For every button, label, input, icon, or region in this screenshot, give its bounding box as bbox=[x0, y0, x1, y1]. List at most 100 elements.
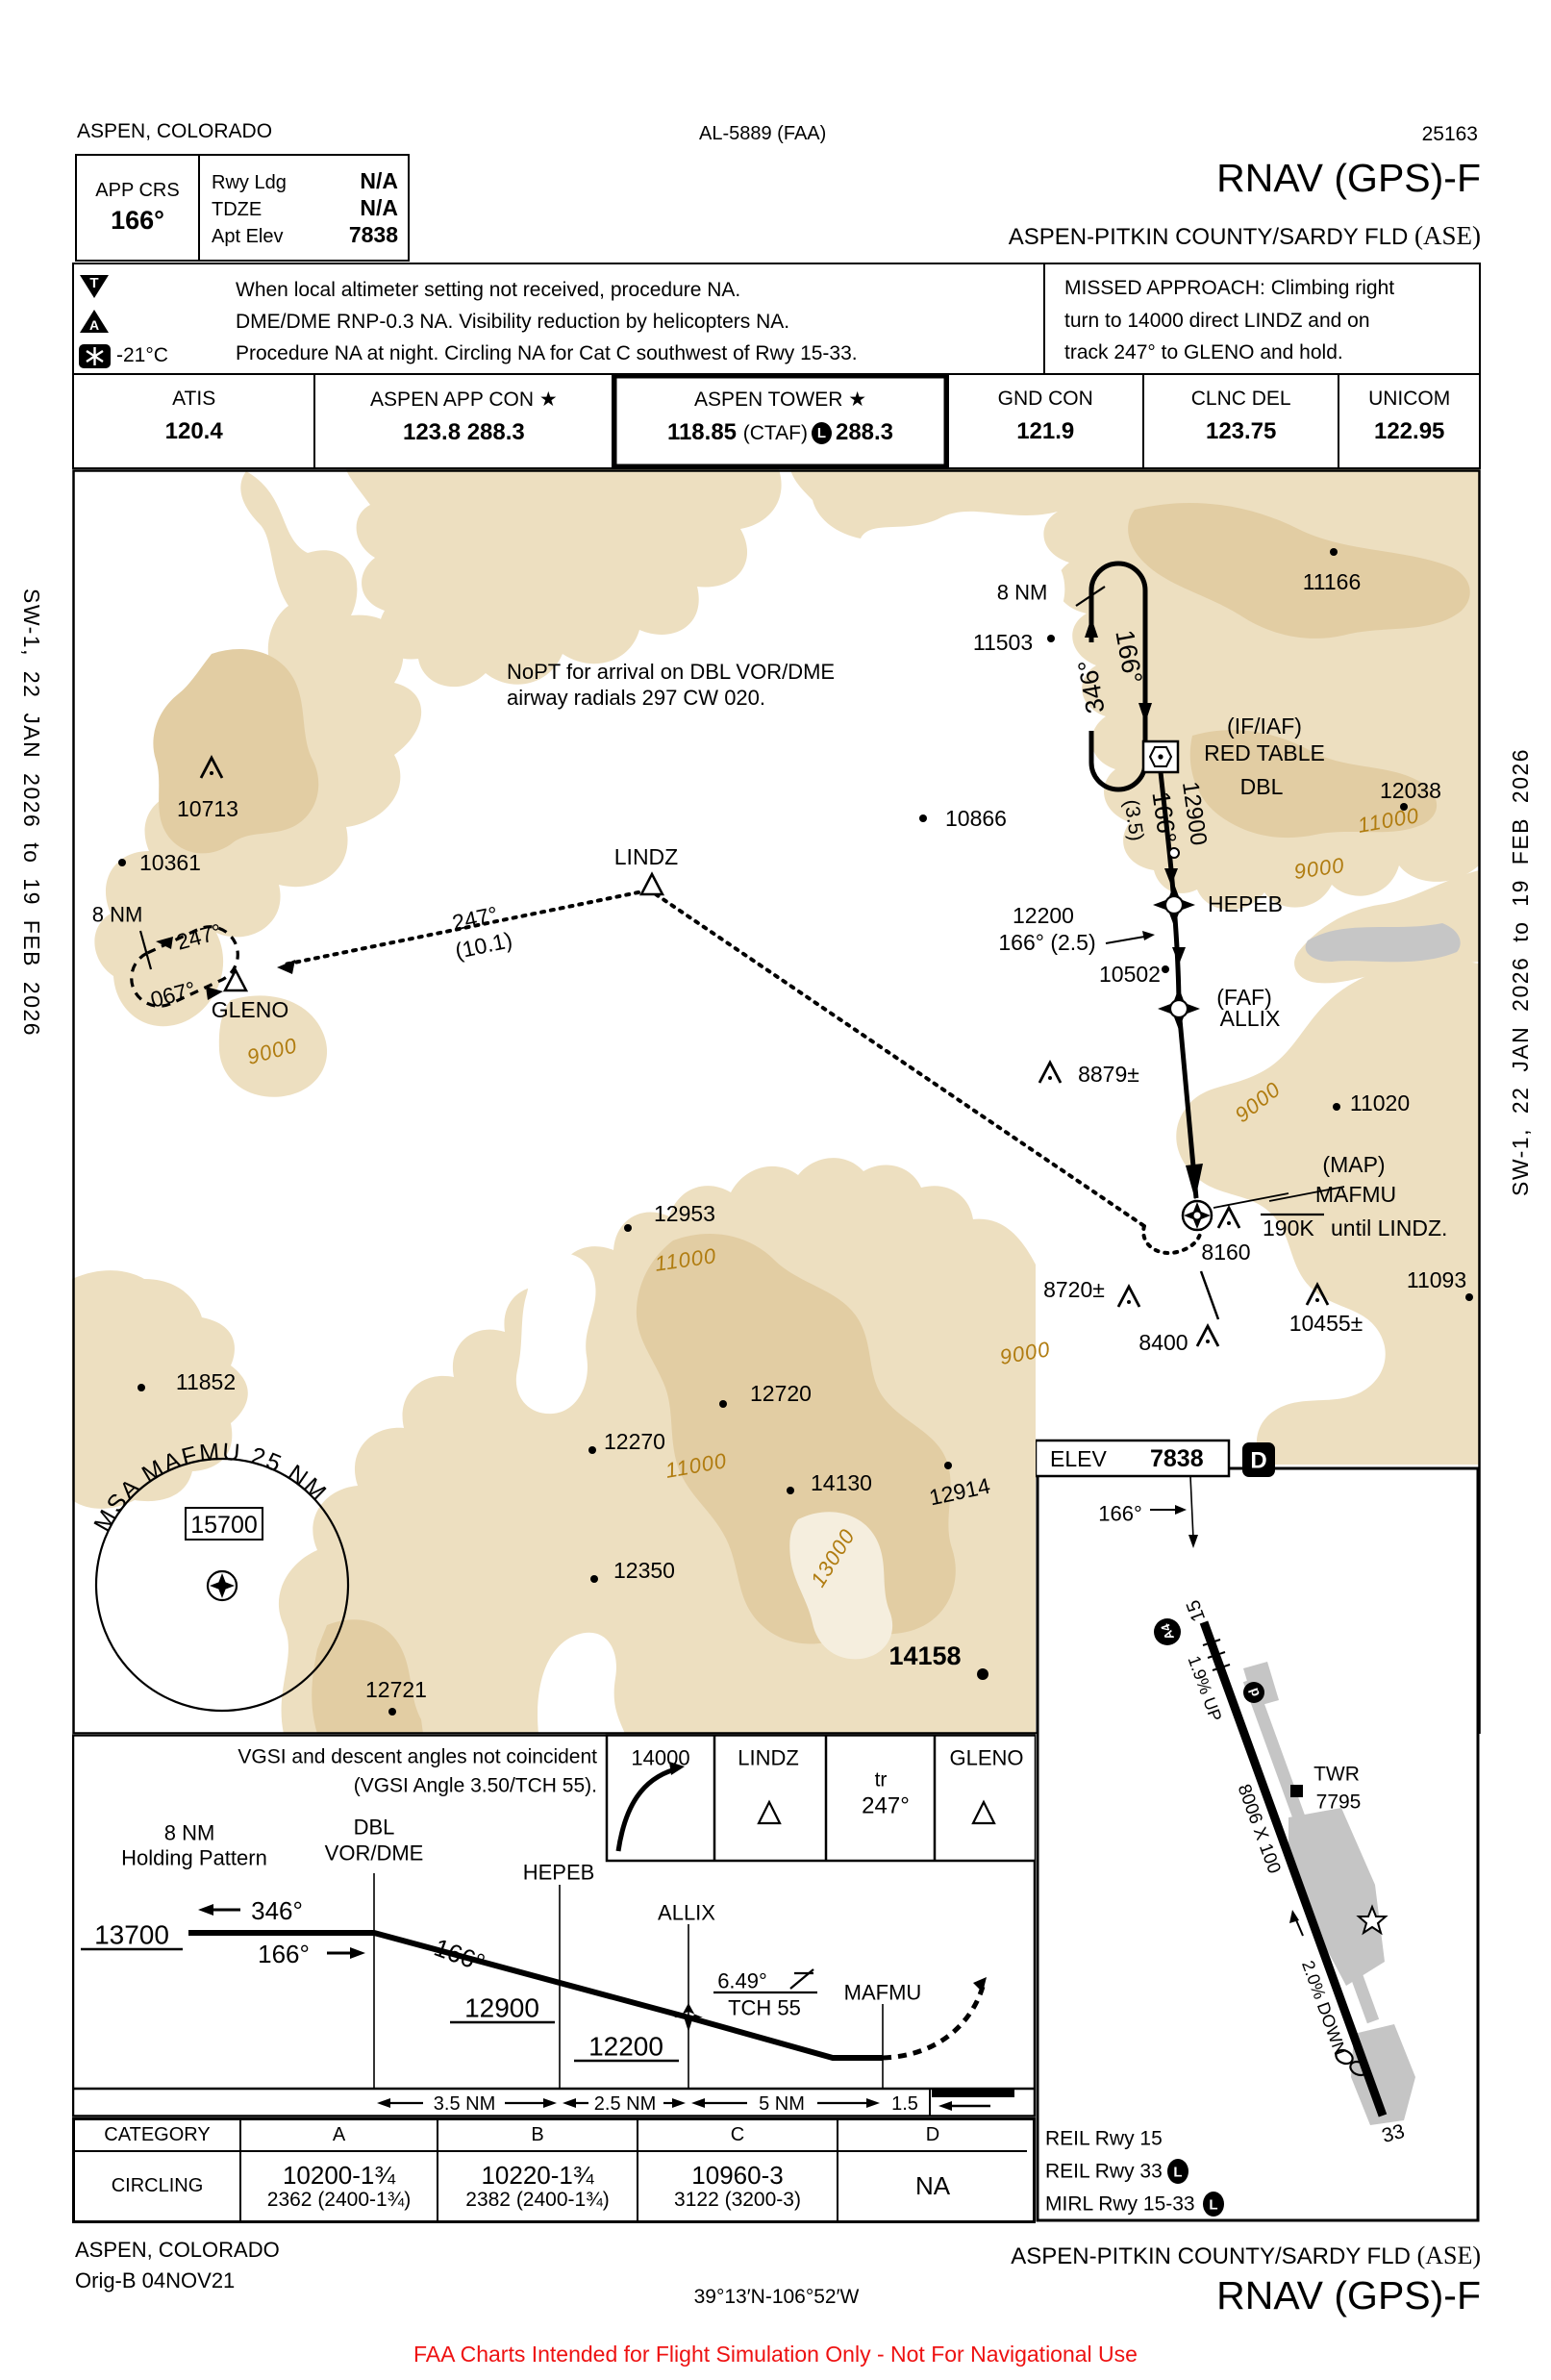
cold-temp-value: -21°C bbox=[116, 344, 168, 366]
app-crs-label: APP CRS bbox=[95, 180, 180, 201]
category-c: C bbox=[637, 2120, 837, 2150]
mafmu-profile-label: MAFMU bbox=[844, 1981, 922, 2005]
ma-dashed-arrowhead bbox=[973, 1977, 987, 1992]
ma-lindz-triangle bbox=[757, 1799, 782, 1825]
minima-value: 10200-1¾ bbox=[282, 2160, 396, 2190]
alternate-minimums-icon: A bbox=[80, 310, 109, 333]
profile-inbound: 166° bbox=[258, 1940, 310, 1968]
spot-elevation-dot bbox=[590, 1575, 598, 1583]
spot-elevation-label: 14158 bbox=[888, 1641, 961, 1670]
svg-text:T: T bbox=[89, 275, 98, 291]
spot-elevation-label: 12038 bbox=[1380, 778, 1441, 803]
plan-labels: NoPT for arrival on DBL VOR/DME airway r… bbox=[92, 581, 1448, 1241]
dbl-vor-dot bbox=[1158, 754, 1163, 760]
segment-altitude: 12200 bbox=[1013, 903, 1074, 928]
windsock-icon bbox=[1335, 2048, 1368, 2077]
terrain-blob bbox=[346, 469, 782, 688]
spot-elevation-dot bbox=[624, 1224, 632, 1232]
spot-elevation-label: 14130 bbox=[811, 1470, 872, 1495]
spot-elevation-dot bbox=[588, 1446, 596, 1454]
apron bbox=[1351, 2024, 1415, 2125]
procedure-title: RNAV (GPS)-F bbox=[1216, 156, 1481, 200]
spot-elevation-label: 10455± bbox=[1289, 1311, 1363, 1336]
seg-label-arrow bbox=[1105, 935, 1151, 944]
terrain-hole bbox=[831, 569, 921, 655]
spot-elevation-dot bbox=[118, 859, 126, 866]
gleno-racetrack bbox=[130, 925, 239, 1008]
clnc-label: CLNC DEL bbox=[1190, 388, 1291, 410]
app-con-label: ASPEN APP CON ★ bbox=[370, 388, 558, 411]
svg-text:A: A bbox=[89, 317, 99, 333]
airport-title: ASPEN-PITKIN COUNTY/SARDY FLD (ASE) bbox=[1009, 222, 1481, 249]
speed-restriction-text: until LINDZ. bbox=[1331, 1215, 1447, 1240]
peak-icon bbox=[1305, 1281, 1330, 1306]
circling-label: CIRCLING bbox=[75, 2150, 239, 2220]
gnd-label: GND CON bbox=[997, 388, 1093, 410]
al-number: AL-5889 (FAA) bbox=[699, 123, 827, 144]
note-line: Procedure NA at night. Circling NA for C… bbox=[236, 342, 858, 364]
profile-altitude: 12900 bbox=[464, 1993, 539, 2023]
tdze-label: TDZE bbox=[212, 198, 263, 220]
missed-line: MISSED APPROACH: Climbing right bbox=[1064, 277, 1395, 299]
spot-elevation-label: 10713 bbox=[177, 796, 238, 821]
track-arrowhead bbox=[1164, 868, 1178, 886]
holding-pattern-note: Holding Pattern bbox=[121, 1846, 267, 1870]
spot-elevation-label: 10866 bbox=[945, 806, 1007, 831]
spot-elevation-dot bbox=[787, 1487, 794, 1494]
briefing-notes: When local altimeter setting not receive… bbox=[199, 264, 1043, 373]
spot-elevation-label: 10502 bbox=[1099, 962, 1161, 987]
minima-value: NA bbox=[914, 2171, 951, 2200]
slope-tick bbox=[1199, 1270, 1220, 1320]
tower-label: ASPEN TOWER ★ bbox=[693, 388, 867, 411]
takeoff-minimums-icon: T bbox=[80, 275, 109, 298]
unicom-value: 122.95 bbox=[1373, 418, 1445, 444]
tdze-value: N/A bbox=[360, 194, 398, 220]
fix-symbols bbox=[222, 739, 1213, 1232]
circle-marker bbox=[1243, 1682, 1264, 1703]
peak-icon bbox=[199, 754, 224, 779]
note-line: When local altimeter setting not receive… bbox=[236, 279, 741, 301]
taxiway-a4-label: A4 bbox=[1158, 1621, 1177, 1641]
profile-altitude: 12200 bbox=[588, 2032, 663, 2062]
lighting-symbol bbox=[1167, 2159, 1188, 2184]
missed-approach-box: MISSED APPROACH: Climbing right turn to … bbox=[1043, 264, 1479, 373]
terrain-hole bbox=[538, 1632, 625, 1734]
dbl-profile-label: VOR/DME bbox=[325, 1841, 424, 1866]
hold-8nm-tick bbox=[1075, 586, 1106, 607]
tower-square bbox=[1290, 1785, 1303, 1797]
gleno-8nm-tick bbox=[138, 930, 153, 970]
elev-value: 7838 bbox=[1150, 1445, 1204, 1472]
spot-elevation-dot bbox=[1330, 548, 1338, 556]
allix-fix-icon bbox=[1158, 988, 1200, 1030]
app-crs-value: 166° bbox=[111, 206, 164, 235]
elev-label: ELEV bbox=[1050, 1446, 1107, 1471]
hepeb-fix-icon bbox=[1153, 884, 1195, 926]
track-arrowhead-large bbox=[1186, 1164, 1203, 1200]
gleno-holding bbox=[130, 925, 239, 1008]
tch-value: TCH 55 bbox=[728, 1996, 801, 2020]
ma-track-label: tr bbox=[875, 1769, 888, 1791]
spot-elevation-dot bbox=[1333, 1103, 1340, 1111]
peak-icon-dot bbox=[1127, 1300, 1131, 1304]
category-a: A bbox=[239, 2120, 437, 2150]
spot-elevation-dot bbox=[138, 1384, 145, 1391]
hold-arrow-down bbox=[1138, 703, 1152, 723]
vdp-cross-icon bbox=[674, 2003, 703, 2032]
mafmu-zigzag bbox=[1268, 1186, 1345, 1202]
peak-icon bbox=[1195, 1322, 1220, 1347]
pointer-lines bbox=[138, 930, 1345, 1320]
spot-elevation-label: 12270 bbox=[604, 1429, 665, 1454]
beacon-star-icon bbox=[1356, 1904, 1388, 1936]
faf-label: (FAF) bbox=[1216, 985, 1272, 1010]
terrain-cream-patch bbox=[789, 1512, 893, 1660]
segment-distance: 5 NM bbox=[759, 2093, 805, 2115]
hold-short-marks bbox=[1202, 1639, 1231, 1671]
terrain-hole bbox=[953, 528, 1065, 642]
